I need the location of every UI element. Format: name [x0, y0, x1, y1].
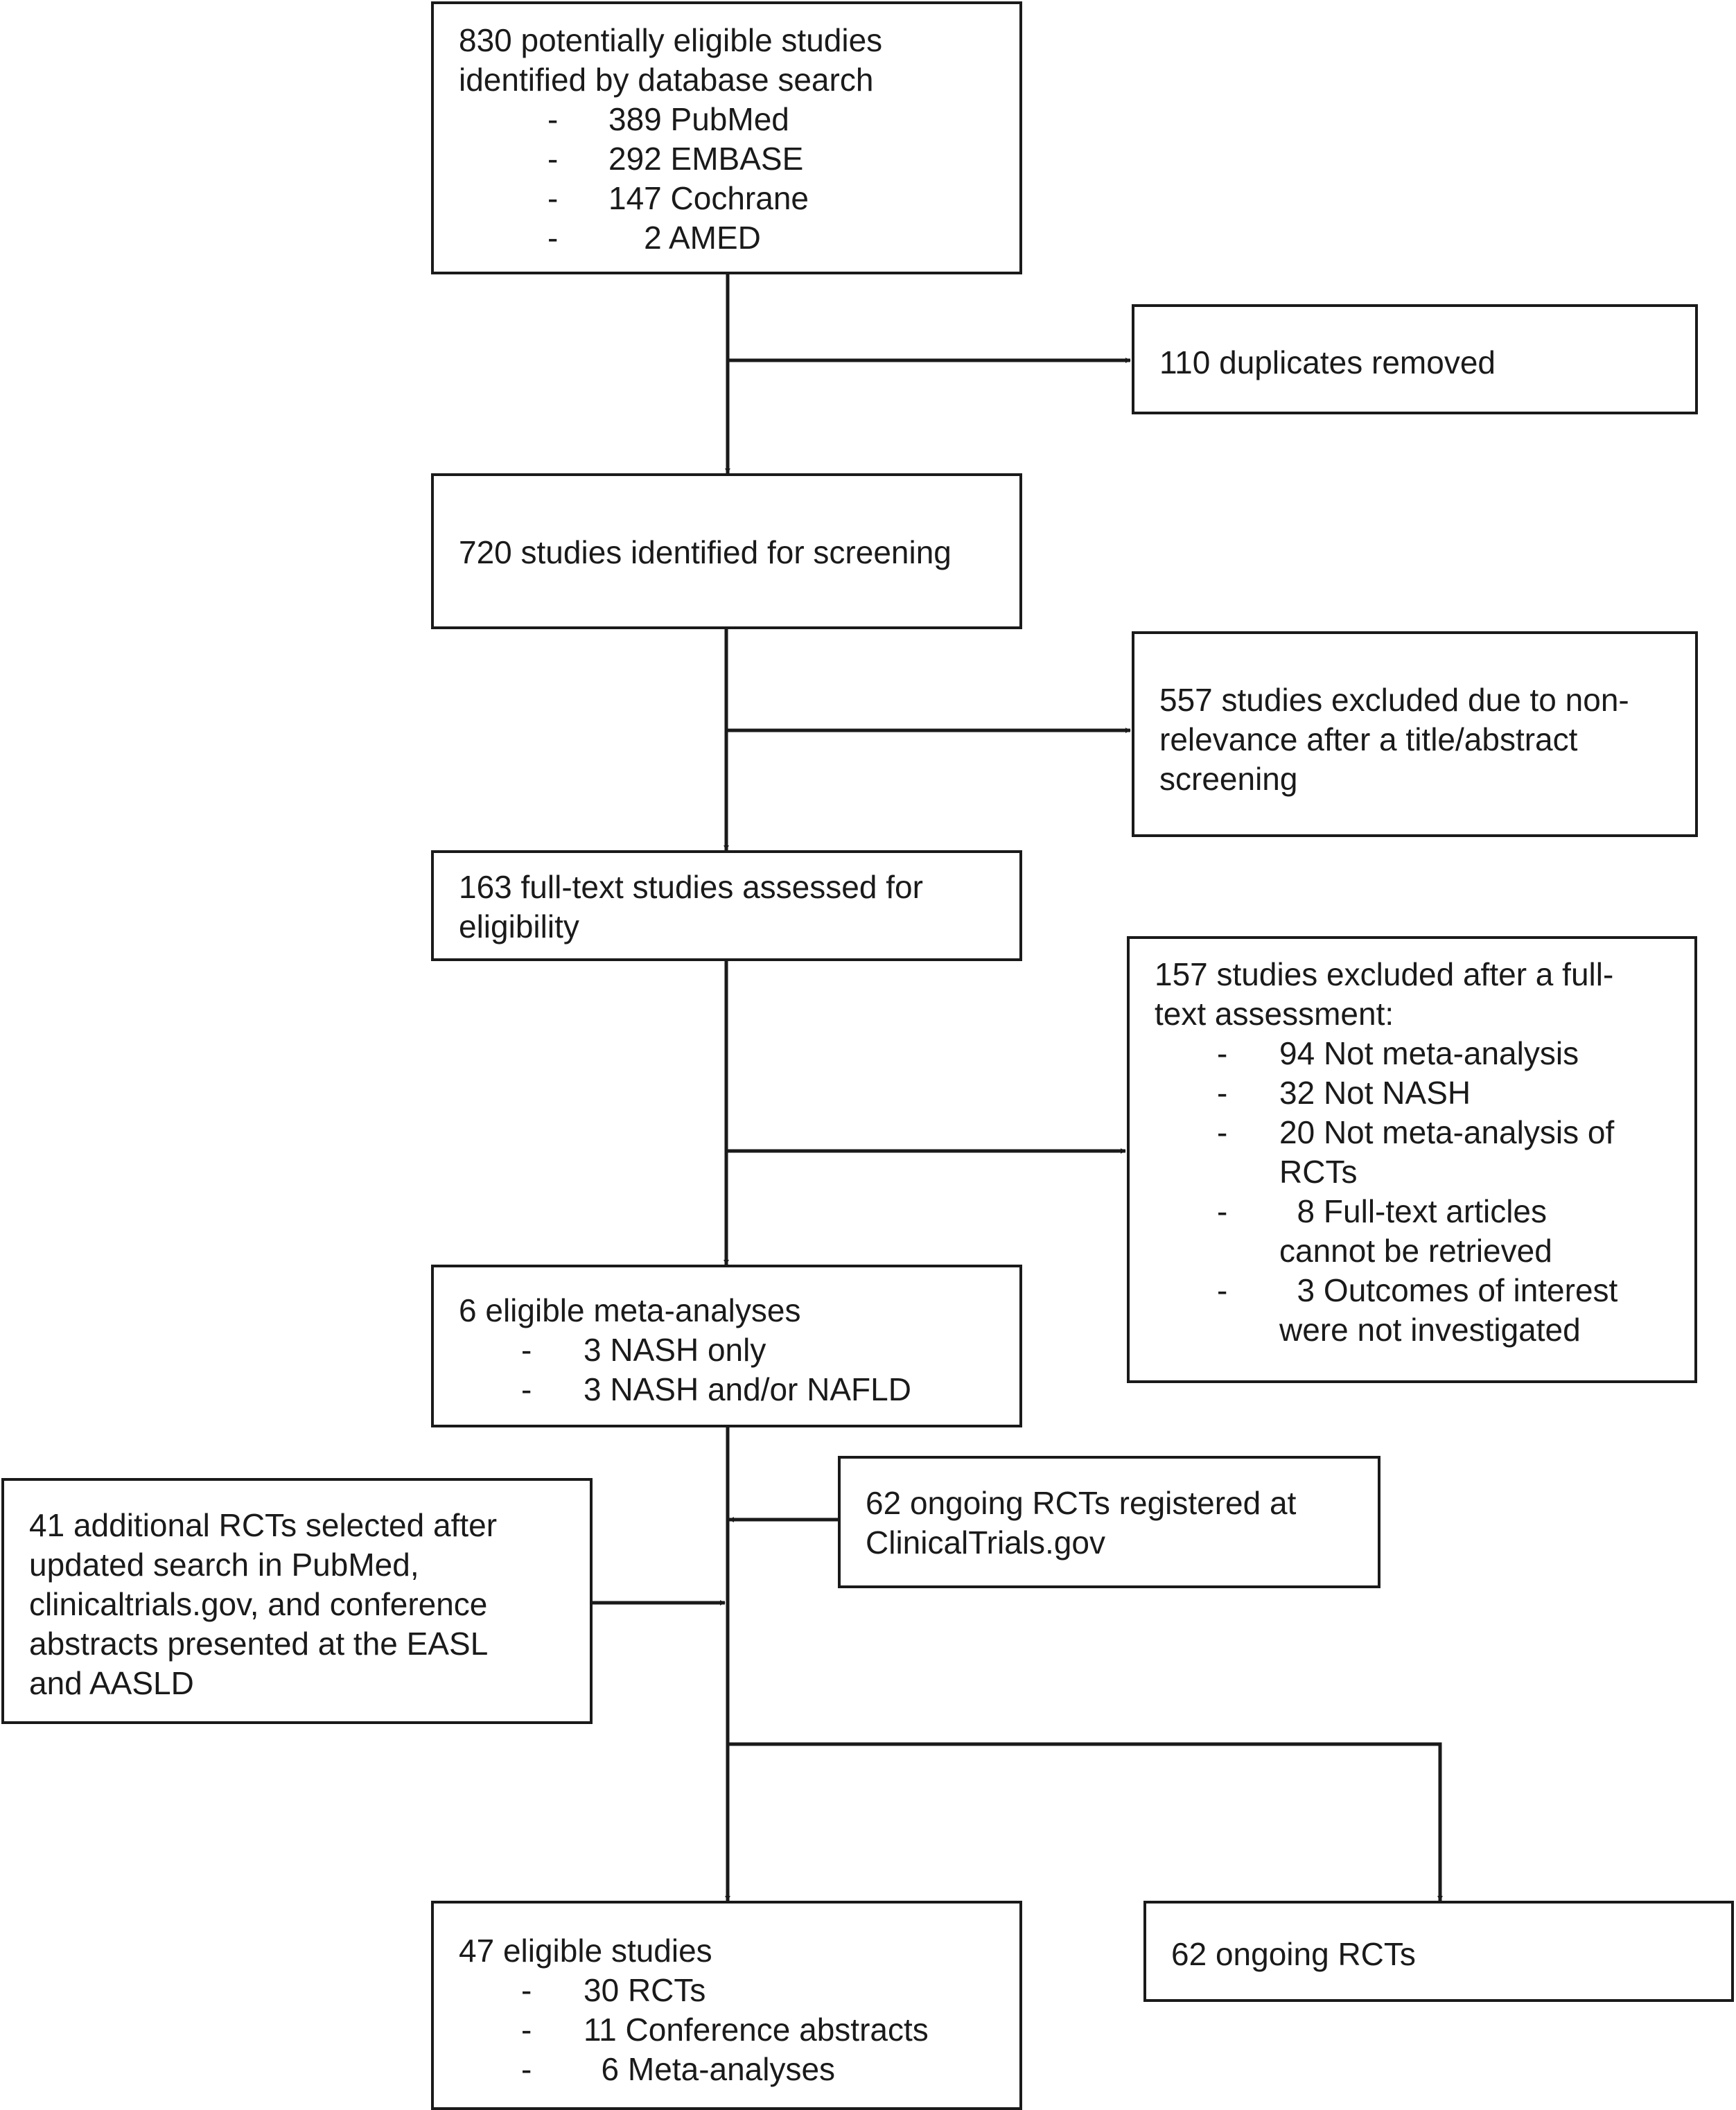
list-dash: - — [1217, 1035, 1228, 1071]
excluded-title-line-3: screening — [1159, 761, 1298, 797]
excluded-title-abstract-box: 557 studies excluded due to non- relevan… — [1132, 631, 1698, 837]
reason-line: 20 Not meta-analysis of — [1279, 1114, 1615, 1150]
ongoing-registered-line-1: 62 ongoing RCTs registered at — [866, 1485, 1297, 1521]
ongoing-registered-line-2: ClinicalTrials.gov — [866, 1524, 1105, 1560]
identified-source-pubmed: - 389 PubMed — [459, 100, 994, 139]
list-dash: - — [1217, 1075, 1228, 1111]
screening-line-1: 720 studies identified for screening — [459, 534, 952, 570]
eligible-item-label: 6 Meta-analyses — [584, 2051, 836, 2087]
meta-analyses-box: 6 eligible meta-analyses - 3 NASH only -… — [431, 1265, 1022, 1427]
fulltext-assessed-box: 163 full-text studies assessed for eligi… — [431, 850, 1022, 961]
exclusion-reason-not-retrieved: - 8 Full-text articles cannot be retriev… — [1155, 1192, 1669, 1271]
additional-line-1: 41 additional RCTs selected after — [29, 1507, 498, 1543]
exclusion-reason-not-nash: - 32 Not NASH — [1155, 1073, 1669, 1113]
source-label: 292 EMBASE — [608, 141, 804, 177]
list-dash: - — [547, 180, 559, 216]
reason-line: 32 Not NASH — [1279, 1075, 1471, 1111]
source-label: 2 AMED — [608, 220, 761, 256]
reason-line: 8 Full-text articles — [1279, 1193, 1547, 1229]
list-dash: - — [547, 101, 559, 137]
additional-line-5: and AASLD — [29, 1665, 194, 1701]
identified-source-cochrane: - 147 Cochrane — [459, 179, 994, 218]
list-dash: - — [521, 2012, 532, 2048]
excluded-fulltext-line-1: 157 studies excluded after a full- — [1155, 956, 1614, 992]
identified-source-embase: - 292 EMBASE — [459, 139, 994, 179]
list-dash: - — [1217, 1193, 1228, 1229]
source-label: 389 PubMed — [608, 101, 789, 137]
additional-line-4: abstracts presented at the EASL — [29, 1626, 489, 1662]
excluded-fulltext-box: 157 studies excluded after a full- text … — [1127, 936, 1697, 1383]
list-dash: - — [1217, 1114, 1228, 1150]
reason-line: 3 Outcomes of interest — [1279, 1272, 1618, 1308]
list-dash: - — [1217, 1272, 1228, 1308]
exclusion-reason-not-meta-analysis: - 94 Not meta-analysis — [1155, 1034, 1669, 1073]
excluded-title-line-2: relevance after a title/abstract — [1159, 721, 1578, 757]
reason-line: were not investigated — [1279, 1312, 1581, 1348]
meta-nash-nafld: - 3 NASH and/or NAFLD — [459, 1370, 994, 1409]
meta-nash-only: - 3 NASH only — [459, 1330, 994, 1370]
screening-box: 720 studies identified for screening — [431, 473, 1022, 629]
identified-line-1: 830 potentially eligible studies — [459, 22, 883, 58]
additional-rcts-box: 41 additional RCTs selected after update… — [1, 1478, 593, 1724]
source-label: 147 Cochrane — [608, 180, 809, 216]
list-dash: - — [521, 1332, 532, 1368]
arrow-to-ongoing — [728, 1742, 1443, 1901]
eligible-rcts: - 30 RCTs — [459, 1971, 994, 2010]
meta-item-label: 3 NASH only — [584, 1332, 766, 1368]
identified-studies-box: 830 potentially eligible studies identif… — [431, 1, 1022, 274]
additional-line-3: clinicaltrials.gov, and conference — [29, 1586, 488, 1622]
excluded-title-line-1: 557 studies excluded due to non- — [1159, 682, 1629, 718]
list-dash: - — [521, 1972, 532, 2008]
duplicates-line-1: 110 duplicates removed — [1159, 344, 1496, 380]
additional-line-2: updated search in PubMed, — [29, 1547, 419, 1583]
eligible-meta-analyses: - 6 Meta-analyses — [459, 2050, 994, 2089]
eligible-studies-box: 47 eligible studies - 30 RCTs - 11 Confe… — [431, 1901, 1022, 2110]
eligible-item-label: 30 RCTs — [584, 1972, 706, 2008]
list-dash: - — [521, 1371, 532, 1407]
eligible-item-label: 11 Conference abstracts — [584, 2012, 929, 2048]
eligible-line-1: 47 eligible studies — [459, 1933, 712, 1969]
ongoing-line-1: 62 ongoing RCTs — [1171, 1936, 1416, 1972]
ongoing-registered-box: 62 ongoing RCTs registered at ClinicalTr… — [838, 1456, 1380, 1588]
list-dash: - — [547, 141, 559, 177]
reason-line: RCTs — [1279, 1154, 1358, 1190]
reason-line: 94 Not meta-analysis — [1279, 1035, 1579, 1071]
meta-line-1: 6 eligible meta-analyses — [459, 1292, 801, 1328]
fulltext-line-2: eligibility — [459, 908, 579, 944]
list-dash: - — [547, 220, 559, 256]
exclusion-reason-outcomes-not-investigated: - 3 Outcomes of interest were not invest… — [1155, 1271, 1669, 1350]
eligible-conference-abstracts: - 11 Conference abstracts — [459, 2010, 994, 2050]
identified-source-amed: - 2 AMED — [459, 218, 994, 258]
exclusion-reason-not-meta-analysis-of-rcts: - 20 Not meta-analysis of RCTs — [1155, 1113, 1669, 1192]
ongoing-rcts-box: 62 ongoing RCTs — [1143, 1901, 1734, 2002]
reason-line: cannot be retrieved — [1279, 1233, 1552, 1269]
fulltext-line-1: 163 full-text studies assessed for — [459, 869, 923, 905]
list-dash: - — [521, 2051, 532, 2087]
duplicates-removed-box: 110 duplicates removed — [1132, 304, 1698, 414]
excluded-fulltext-line-2: text assessment: — [1155, 996, 1394, 1032]
meta-item-label: 3 NASH and/or NAFLD — [584, 1371, 911, 1407]
identified-line-2: identified by database search — [459, 62, 874, 98]
